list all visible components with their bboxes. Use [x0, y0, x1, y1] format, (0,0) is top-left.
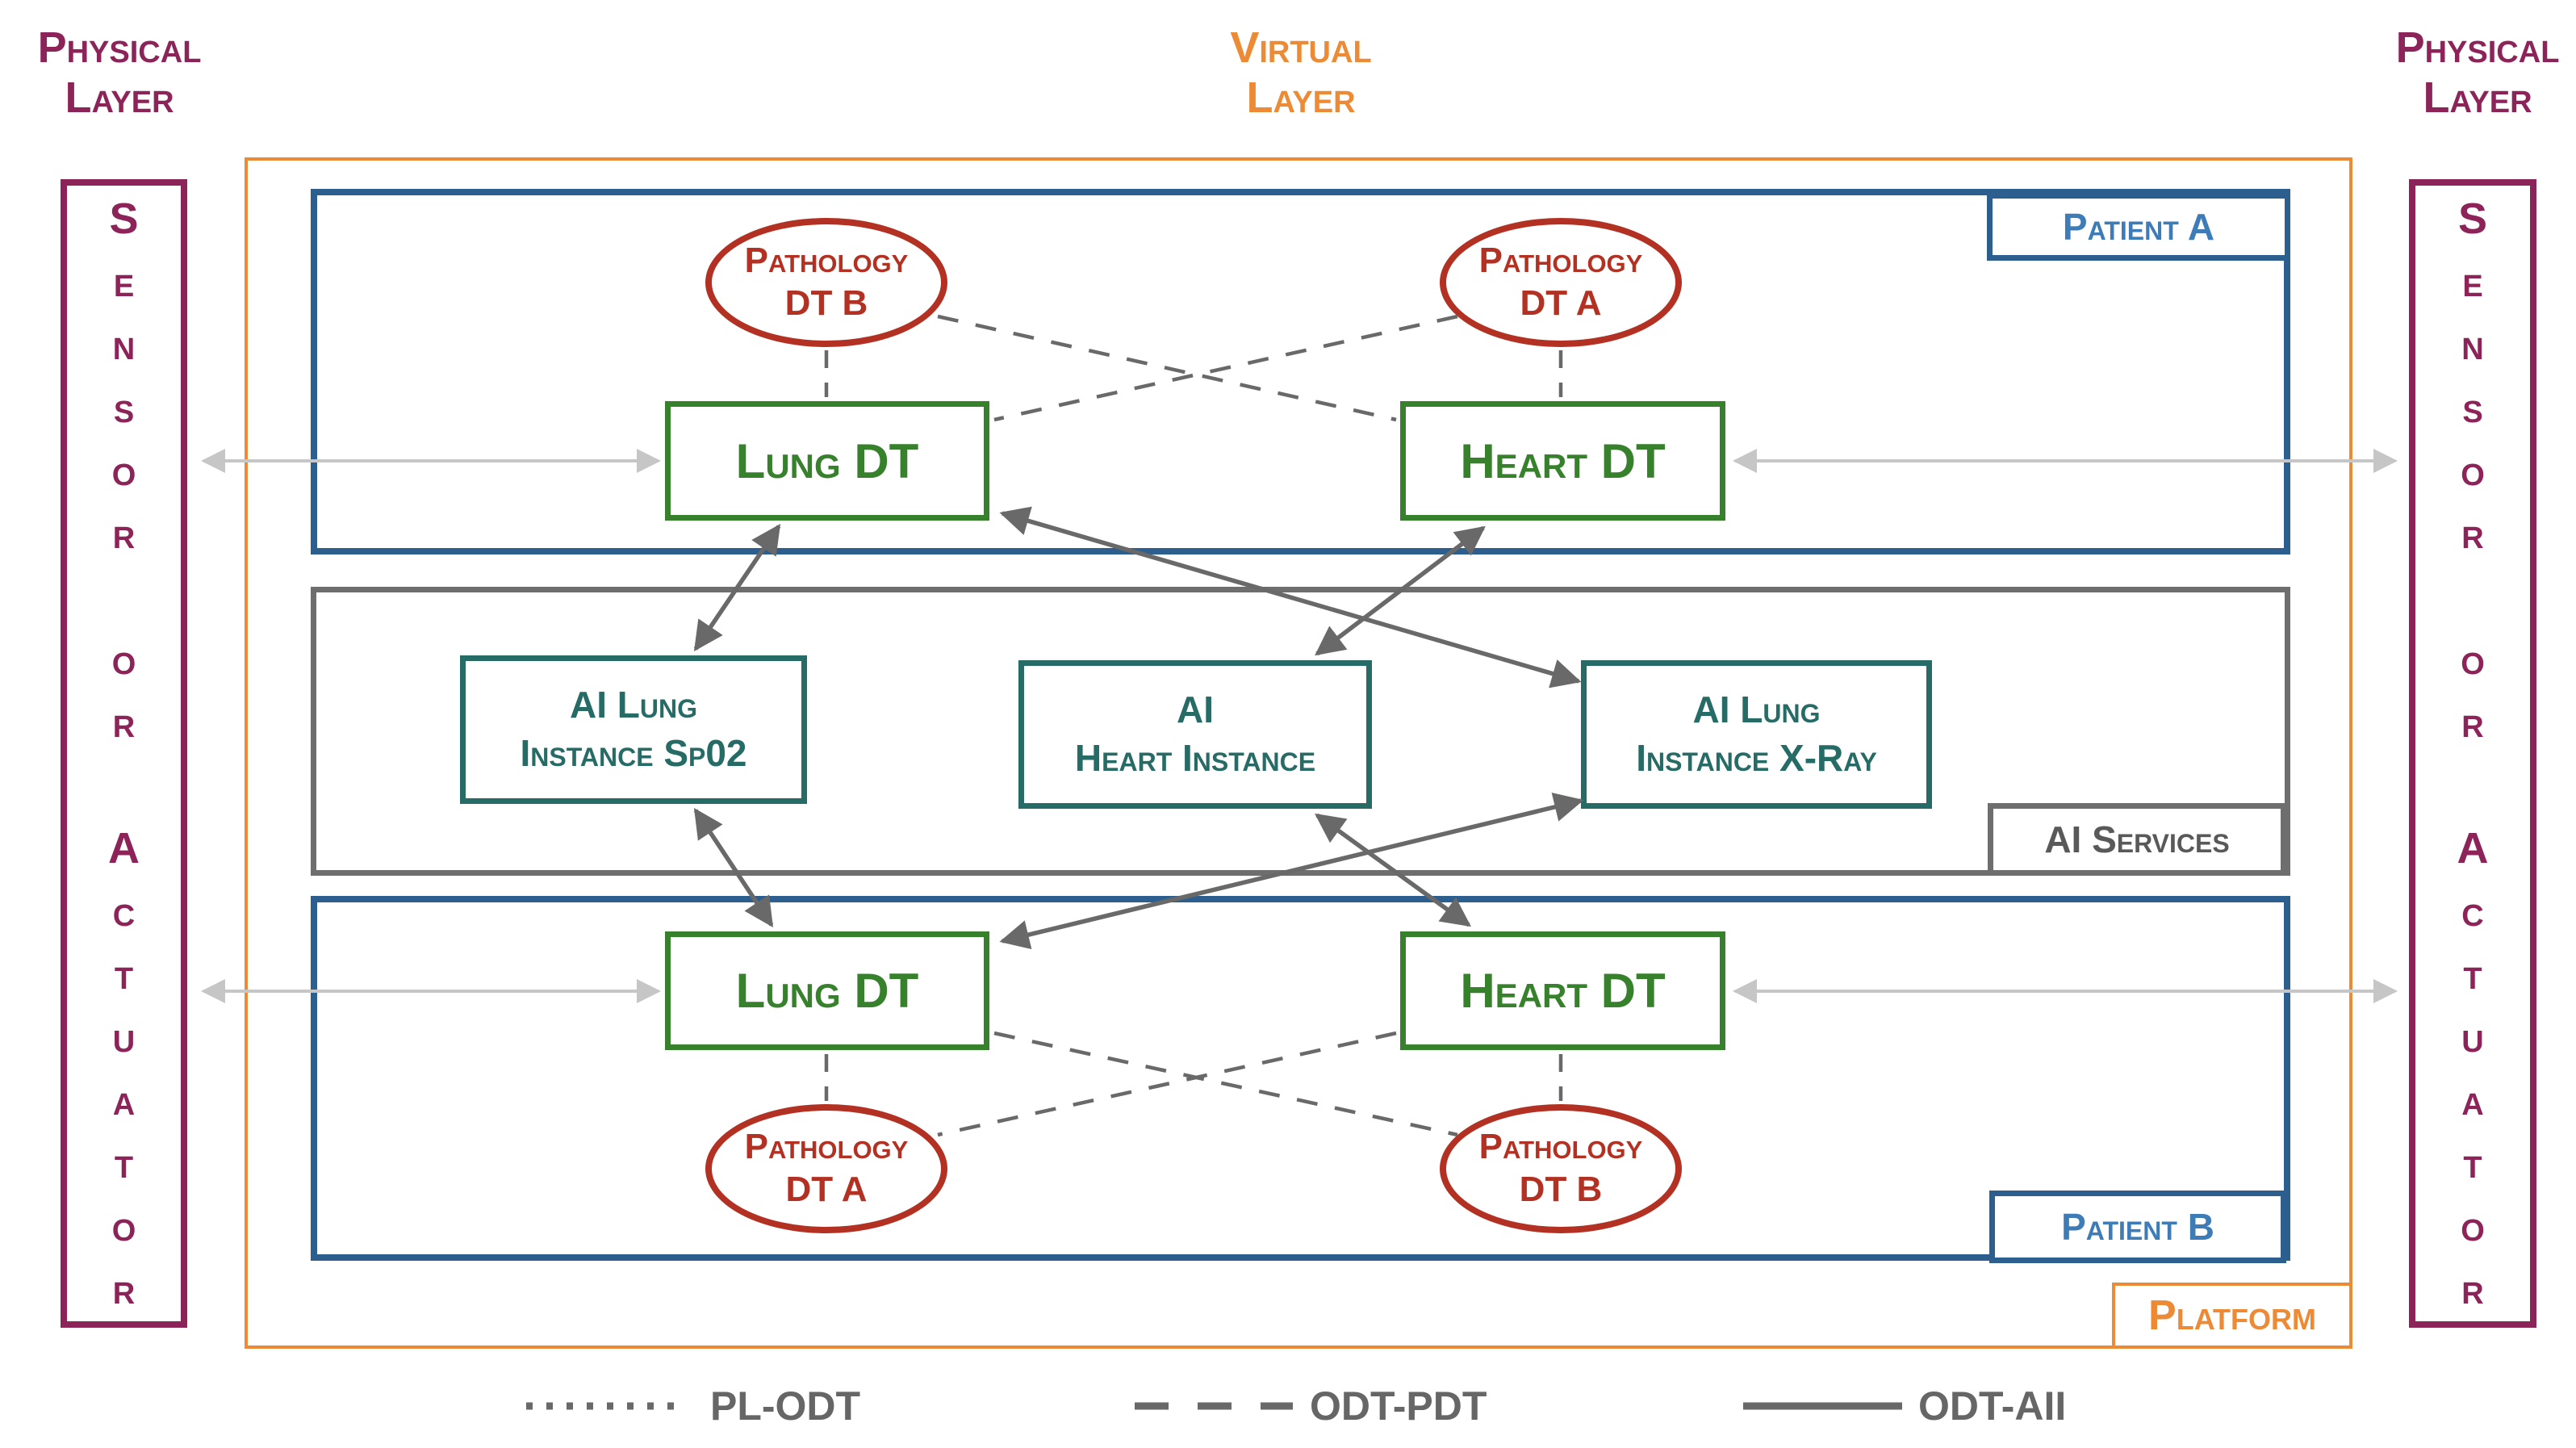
virtual-layer-label: Virtual Layer	[1230, 23, 1372, 122]
physical-layer-label-right: Physical Layer	[2395, 23, 2560, 122]
sensor-actuator-text-left: S e n s o r o r A c t u a t o r	[108, 194, 140, 1313]
pathology-dt-a-node-patient-b: Pathology DT A	[705, 1104, 947, 1233]
ai-lung-instance-sp02-node: AI Lung Instance Sp02	[460, 655, 807, 804]
pathology-dt-b-node-patient-a: Pathology DT B	[705, 218, 947, 347]
sensor-actuator-text-right: S e n s o r o r A c t u a t o r	[2457, 194, 2489, 1313]
ai-heart-instance-node: AI Heart Instance	[1018, 660, 1372, 809]
sensor-actuator-box-left: S e n s o r o r A c t u a t o r	[61, 179, 187, 1328]
platform-label: Platform	[2148, 1292, 2316, 1339]
legend-label-odt-pdt: ODT-PDT	[1310, 1383, 1487, 1429]
platform-label-box: Platform	[2112, 1283, 2352, 1349]
heart-dt-node-patient-b: Heart DT	[1400, 931, 1725, 1050]
platform-region	[245, 157, 2352, 1349]
pathology-dt-b-node-patient-b: Pathology DT B	[1440, 1104, 1682, 1233]
physical-layer-label-left: Physical Layer	[37, 23, 202, 122]
lung-dt-node-patient-b: Lung DT	[665, 931, 989, 1050]
lung-dt-node-patient-a: Lung DT	[665, 401, 989, 521]
patient-b-label: Patient B	[2061, 1206, 2214, 1248]
heart-dt-node-patient-a: Heart DT	[1400, 401, 1725, 521]
sensor-actuator-box-right: S e n s o r o r A c t u a t o r	[2409, 179, 2536, 1328]
patient-b-label-box: Patient B	[1989, 1191, 2286, 1263]
legend-label-pl-odt: PL-ODT	[710, 1383, 861, 1429]
patient-a-label: Patient A	[2062, 206, 2215, 248]
patient-a-label-box: Patient A	[1987, 193, 2290, 261]
ai-services-label: AI Services	[2044, 818, 2230, 860]
legend-label-odt-aii: ODT-AII	[1918, 1383, 2067, 1429]
ai-lung-instance-xray-node: AI Lung Instance X-Ray	[1581, 660, 1932, 809]
ai-services-label-box: AI Services	[1988, 803, 2286, 876]
pathology-dt-a-node-patient-a: Pathology DT A	[1440, 218, 1682, 347]
